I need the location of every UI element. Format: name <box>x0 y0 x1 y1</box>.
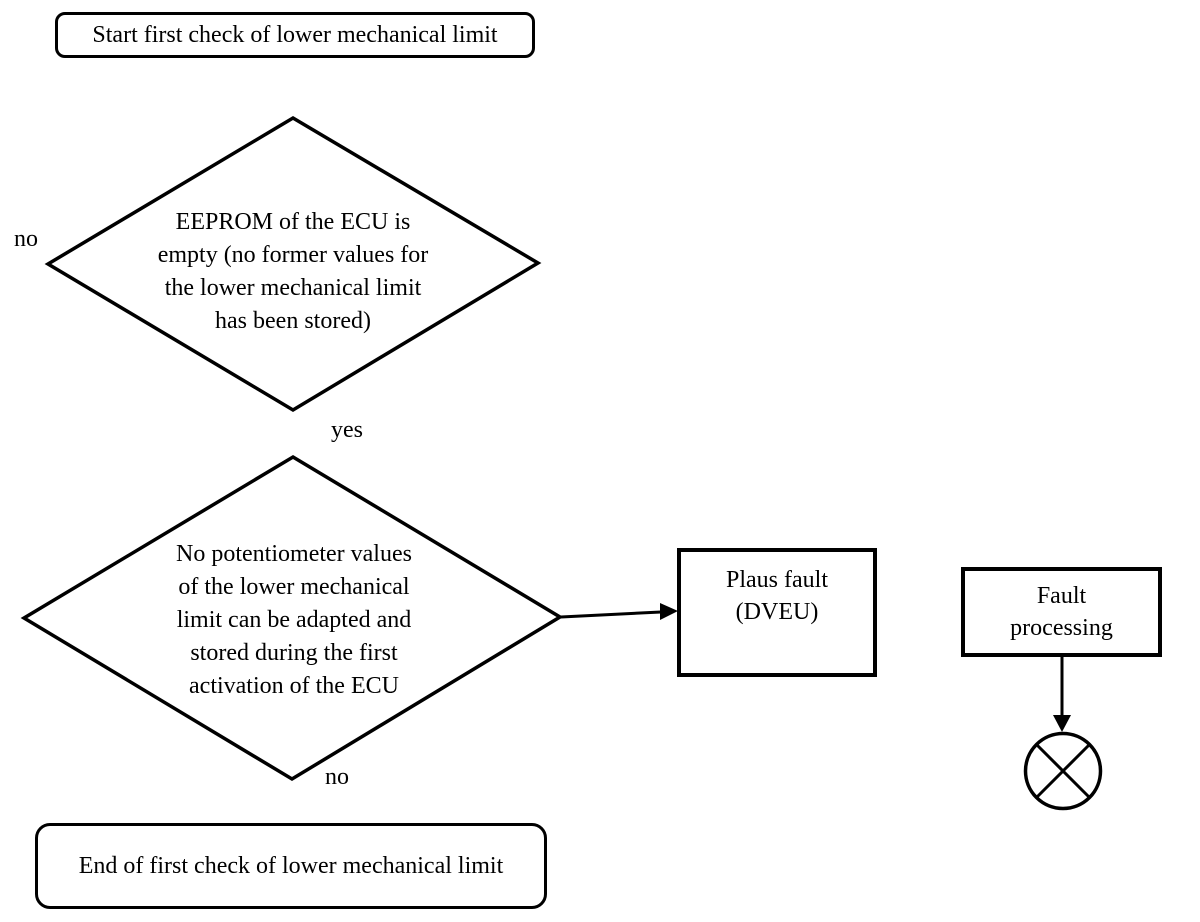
edge-label-decision1-yes: yes <box>331 417 363 443</box>
connector-cross-line <box>1034 742 1092 800</box>
arrow-decision2-to-plaus-fault <box>560 603 678 620</box>
end-terminator-label: End of first check of lower mechanical l… <box>78 852 504 879</box>
decision-1-label: EEPROM of the ECU is empty (no former va… <box>157 209 429 334</box>
fault-processing-box: Fault processing <box>961 567 1162 657</box>
edge-label-decision2-no: no <box>325 764 349 790</box>
connector-circle-shape <box>1023 731 1103 811</box>
edge-label-decision1-no: no <box>14 226 38 252</box>
start-terminator: Start first check of lower mechanical li… <box>55 12 535 58</box>
decision-2-label: No potentiometer values of the lower mec… <box>176 541 412 699</box>
arrow-line <box>560 610 662 619</box>
arrow-fault-processing-to-connector <box>1053 657 1071 732</box>
arrowhead-icon <box>660 603 678 620</box>
end-terminator: End of first check of lower mechanical l… <box>35 823 547 909</box>
arrowhead-icon <box>1053 715 1071 732</box>
crossed-circle-icon <box>1023 731 1103 811</box>
start-terminator-label: Start first check of lower mechanical li… <box>92 21 498 48</box>
plaus-fault-process-box: Plaus fault (DVEU) <box>677 548 877 677</box>
connector-cross-line <box>1034 742 1092 800</box>
